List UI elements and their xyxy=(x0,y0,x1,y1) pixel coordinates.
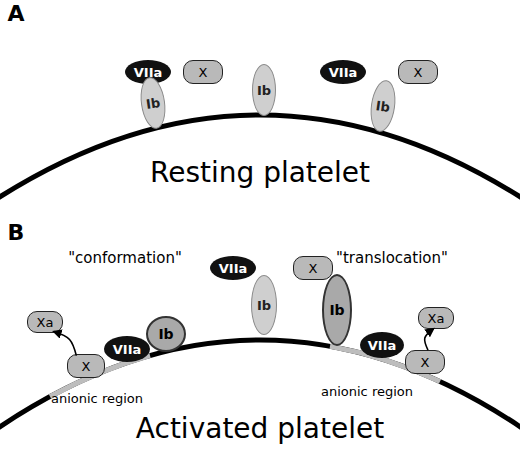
factor-x-box: Xa xyxy=(418,307,454,329)
panel-letter: B xyxy=(8,220,25,245)
factor-label: X xyxy=(309,262,318,275)
factor-label: Ib xyxy=(158,327,173,341)
factor-viia-oval: VIIa xyxy=(320,60,366,84)
factor-x-box: X xyxy=(183,60,223,84)
factor-viia-oval: VIIa xyxy=(210,256,256,280)
annotation-text: Resting platelet xyxy=(150,156,370,189)
gpib-receptor: Ib xyxy=(252,64,276,116)
annotation-text: "conformation" xyxy=(68,249,182,267)
gpib-receptor-active: Ib xyxy=(322,274,352,346)
factor-label: VIIa xyxy=(113,343,142,356)
factor-x-box: X xyxy=(67,354,105,378)
factor-viia-oval: VIIa xyxy=(104,336,150,362)
factor-label: Ib xyxy=(257,299,271,312)
annotation-text: Activated platelet xyxy=(136,412,384,445)
factor-x-box: X xyxy=(405,350,445,374)
resting-membrane xyxy=(0,115,520,200)
factor-label: Xa xyxy=(37,316,54,329)
factor-label: VIIa xyxy=(219,262,248,275)
gpib-receptor: Ib xyxy=(251,275,277,335)
panel-letter: A xyxy=(7,1,24,26)
factor-label: Ib xyxy=(257,84,271,97)
factor-viia-oval: VIIa xyxy=(360,332,404,358)
factor-label: Xa xyxy=(428,312,445,325)
factor-label: X xyxy=(421,356,430,369)
annotation-text: anionic region xyxy=(51,391,143,406)
gpib-receptor-active: Ib xyxy=(146,316,186,352)
factor-label: VIIa xyxy=(368,339,397,352)
factor-x-box: X xyxy=(398,60,438,84)
factor-label: Ib xyxy=(145,96,161,111)
factor-label: Ib xyxy=(329,303,344,317)
factor-label: X xyxy=(414,66,423,79)
activation-arrow xyxy=(54,332,76,356)
gpib-receptor: Ib xyxy=(367,79,398,134)
annotation-text: "translocation" xyxy=(336,249,448,267)
factor-label: VIIa xyxy=(329,66,358,79)
gpib-receptor: Ib xyxy=(137,76,168,131)
activation-arrow xyxy=(425,329,434,350)
factor-label: X xyxy=(82,360,91,373)
factor-x-box: Xa xyxy=(27,311,63,333)
factor-label: Ib xyxy=(375,99,391,114)
factor-label: X xyxy=(199,66,208,79)
factor-x-box: X xyxy=(293,256,333,280)
annotation-text: anionic region xyxy=(321,384,413,399)
